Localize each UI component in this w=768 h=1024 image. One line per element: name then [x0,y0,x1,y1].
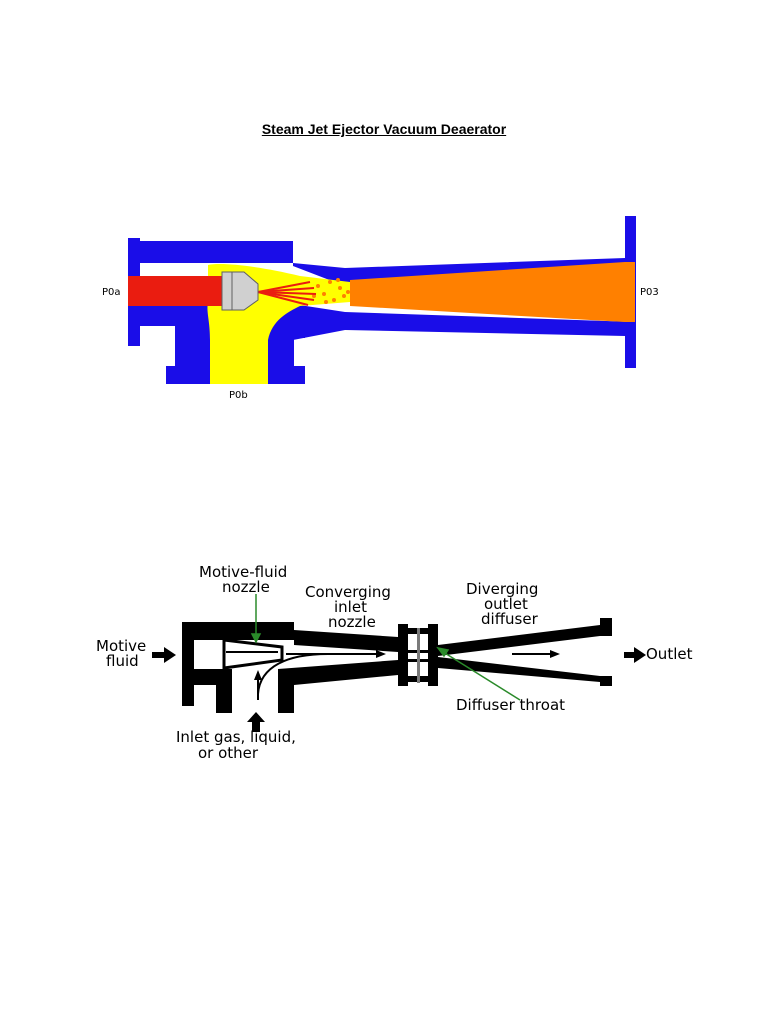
mixing-spray [312,278,350,304]
flow-arrows [226,651,552,700]
chamber-top-wall [140,241,293,263]
label-pointers [250,594,521,701]
label-converging-3: nozzle [328,613,376,631]
motive-fluid-arrow-icon [152,647,176,663]
label-motive-fluid-2: fluid [106,652,139,670]
motive-fluid-nozzle [222,638,284,670]
upper-flange [279,241,293,263]
label-p0b: P0b [229,390,248,401]
label-diverging-3: diffuser [481,610,539,628]
label-inlet-2: or other [198,744,259,762]
left-outer-wall [182,622,194,706]
nozzle-tip [221,271,259,311]
label-converging-2: inlet [334,598,367,616]
label-nozzle-1: Motive-fluid [199,563,287,581]
inlet-arrow-icon [247,712,265,732]
label-p03: P03 [640,287,659,298]
right-foot [268,366,305,384]
diffuser-bottom-wall [438,657,612,686]
outlet-arrow-icon [624,647,646,663]
diffuser-bottom-wall [293,304,635,366]
colored-ejector-diagram: P0a P0b P03 [102,216,659,401]
schematic-ejector-diagram: Motive fluid Motive-fluid nozzle Converg… [96,563,693,762]
bottom-wall [278,660,398,685]
steam-spray [257,281,317,306]
right-flange [428,624,438,686]
label-diverging-2: outlet [484,595,528,613]
label-converging-1: Converging [305,583,391,601]
label-diffuser-throat: Diffuser throat [456,696,565,714]
label-inlet-1: Inlet gas, liquid, [176,728,296,746]
mixed-flow-region [350,262,635,322]
label-motive-fluid-1: Motive [96,637,146,655]
label-p0a: P0a [102,287,121,298]
label-diverging-1: Diverging [466,580,538,598]
motive-steam-pipe [128,276,224,306]
label-outlet: Outlet [646,645,693,663]
left-foot [166,366,214,384]
ejector-body [128,216,636,384]
diffuser-arrowhead [550,650,560,658]
page-title: Steam Jet Ejector Vacuum Deaerator [261,121,507,137]
lower-left-wall [182,669,232,685]
left-flange [398,624,408,686]
converging-arrowhead [376,650,386,658]
inlet-flow-arrowhead [254,670,262,680]
chamber-top-tick [232,622,244,632]
label-nozzle-2: nozzle [222,578,270,596]
inlet-right-wall [278,669,294,713]
diffuser-top-wall [438,618,612,656]
